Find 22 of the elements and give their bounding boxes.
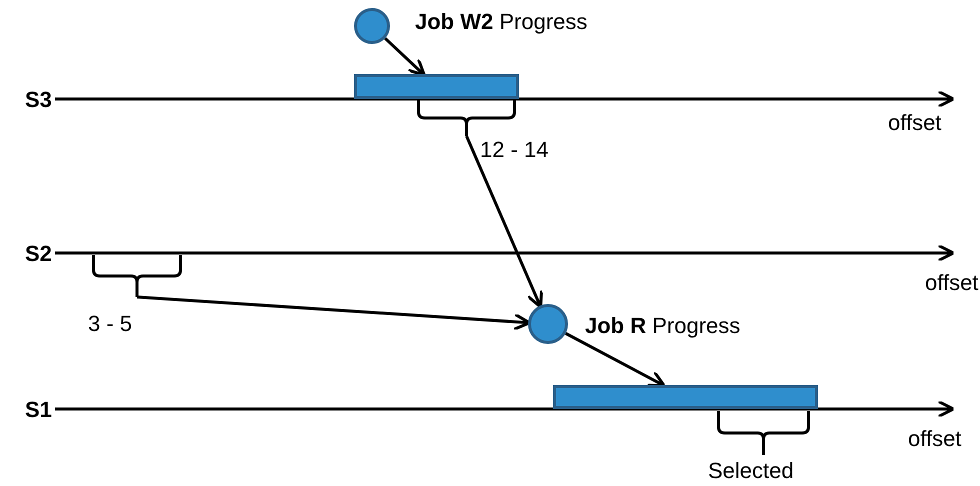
range-label: 3 - 5 xyxy=(88,313,132,335)
arrow xyxy=(465,135,544,309)
arrow xyxy=(384,37,426,77)
stream-label: S2 xyxy=(25,243,52,265)
progress-label: Job R Progress xyxy=(585,315,740,337)
arrow xyxy=(564,332,666,388)
range-label: Selected xyxy=(708,460,794,482)
range-label: 12 - 14 xyxy=(480,139,548,161)
axis-label: offset xyxy=(908,428,962,450)
axis-label: offset xyxy=(925,272,978,294)
axis-label: offset xyxy=(888,112,942,134)
progress-circle xyxy=(528,304,568,344)
offset-bar xyxy=(553,385,818,409)
progress-label: Job W2 Progress xyxy=(415,11,588,33)
curly-brace xyxy=(717,411,810,455)
stream-label: S1 xyxy=(25,399,52,421)
curly-brace xyxy=(92,255,182,297)
progress-circle xyxy=(354,8,390,44)
arrow xyxy=(136,296,532,331)
curly-brace xyxy=(417,100,516,136)
stream-label: S3 xyxy=(25,89,52,111)
offset-bar xyxy=(354,74,519,99)
